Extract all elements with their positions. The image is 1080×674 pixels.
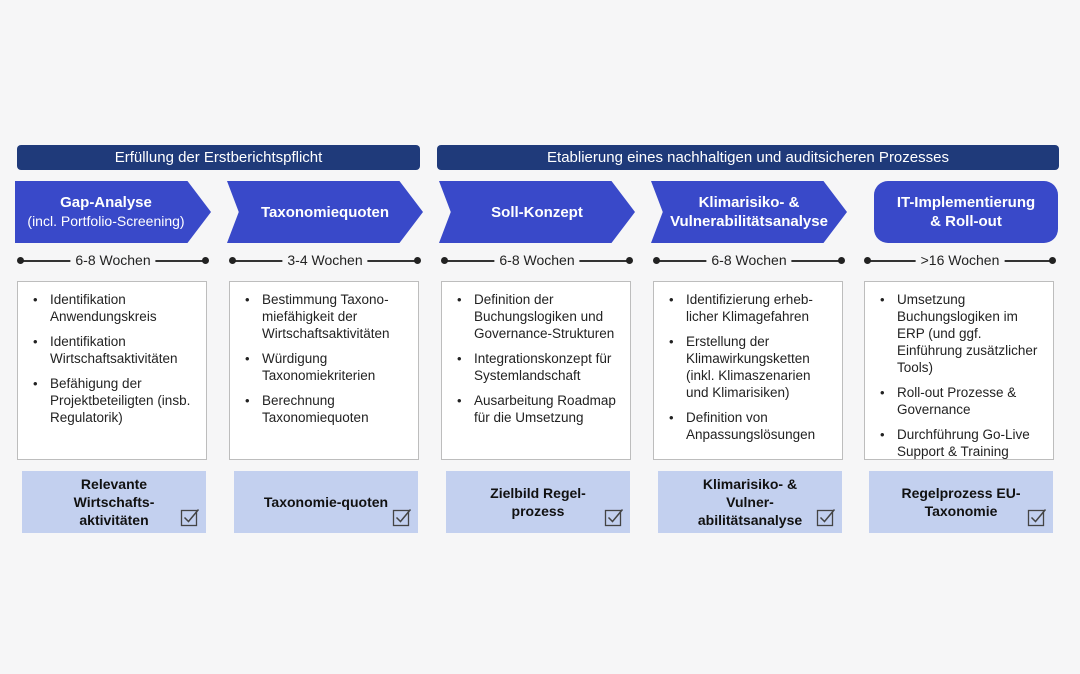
phase-title: Taxonomiequoten (260, 203, 390, 221)
phase-title-line-2: Vulnerabilitätsanalyse (670, 213, 828, 230)
list-item: Definition von Anpassungslösungen (669, 409, 834, 443)
timeline-start-dot (441, 257, 448, 264)
phase-title-line-2: & Roll-out (930, 213, 1002, 230)
duration-label: 6-8 Wochen (70, 252, 156, 268)
band-label: Erfüllung der Erstberichtspflicht (114, 149, 323, 166)
band-erstberichtspflicht: Erfüllung der Erstberichtspflicht (17, 145, 420, 170)
phase-column-it-implementierung: IT-Implementierung & Roll-out >16 Wochen… (862, 0, 1062, 674)
result-label: Relevante Wirtschafts-aktivitäten (73, 476, 155, 528)
list-item: Erstellung der Klimawirkungsketten (inkl… (669, 333, 834, 401)
list-item: Ausarbeitung Roadmap für die Umsetzung (457, 392, 622, 426)
activities-list: Umsetzung Buchungslogiken im ERP (und gg… (873, 291, 1045, 460)
phase-arrow: Taxonomiequoten (227, 181, 423, 243)
result-box: Relevante Wirtschafts-aktivitäten (22, 471, 206, 533)
checkbox-checked-icon (816, 509, 836, 527)
timeline-end-dot (414, 257, 421, 264)
result-label: Taxonomie-quoten (263, 494, 389, 510)
duration-label: >16 Wochen (915, 252, 1005, 268)
phase-title: Soll-Konzept (491, 203, 583, 221)
duration-timeline: 6-8 Wochen (441, 252, 633, 270)
activities-list: Definition der Buchungslogiken und Gover… (450, 291, 622, 426)
activities-list: Identifikation Anwendungskreis Identifik… (26, 291, 198, 426)
phase-column-taxonomiequoten: Taxonomiequoten 3-4 Wochen Bestimmung Ta… (227, 0, 427, 674)
checkbox-checked-icon (392, 509, 412, 527)
activities-box: Bestimmung Taxono-miefähigkeit der Wirts… (229, 281, 419, 460)
list-item: Identifikation Anwendungskreis (33, 291, 198, 325)
list-item: Bestimmung Taxono-miefähigkeit der Wirts… (245, 291, 410, 342)
timeline-start-dot (653, 257, 660, 264)
list-item: Würdigung Taxonomiekriterien (245, 350, 410, 384)
list-item: Umsetzung Buchungslogiken im ERP (und gg… (880, 291, 1045, 376)
list-item: Definition der Buchungslogiken und Gover… (457, 291, 622, 342)
result-box: Klimarisiko- & Vulner-abilitätsanalyse (658, 471, 842, 533)
duration-label: 6-8 Wochen (706, 252, 792, 268)
timeline-end-dot (838, 257, 845, 264)
list-item: Berechnung Taxonomiequoten (245, 392, 410, 426)
timeline-end-dot (202, 257, 209, 264)
list-item: Roll-out Prozesse & Governance (880, 384, 1045, 418)
checkbox-checked-icon (1027, 509, 1047, 527)
phase-column-gap-analyse: Gap-Analyse (incl. Portfolio-Screening) … (15, 0, 215, 674)
phase-title: IT-Implementierung (896, 194, 1036, 211)
band-label: Etablierung eines nachhaltigen und audit… (547, 149, 949, 166)
checkbox-checked-icon (180, 509, 200, 527)
phase-title: Gap-Analyse (60, 194, 152, 211)
activities-list: Bestimmung Taxono-miefähigkeit der Wirts… (238, 291, 410, 426)
duration-label: 3-4 Wochen (282, 252, 368, 268)
activities-box: Identifikation Anwendungskreis Identifik… (17, 281, 207, 460)
phase-box: IT-Implementierung & Roll-out (874, 181, 1058, 243)
result-label: Regelprozess EU-Taxonomie (901, 485, 1021, 519)
duration-timeline: 3-4 Wochen (229, 252, 421, 270)
list-item: Integrationskonzept für Systemlandschaft (457, 350, 622, 384)
result-label: Zielbild Regel-prozess (490, 485, 586, 519)
activities-box: Identifizierung erheb-licher Klimagefahr… (653, 281, 843, 460)
phase-column-soll-konzept: Soll-Konzept 6-8 Wochen Definition der B… (439, 0, 639, 674)
phase-title: Klimarisiko- & (698, 194, 800, 211)
timeline-start-dot (17, 257, 24, 264)
activities-box: Umsetzung Buchungslogiken im ERP (und gg… (864, 281, 1054, 460)
list-item: Identifikation Wirtschaftsaktivitäten (33, 333, 198, 367)
timeline-start-dot (229, 257, 236, 264)
duration-timeline: >16 Wochen (864, 252, 1056, 270)
result-box: Regelprozess EU-Taxonomie (869, 471, 1053, 533)
checkbox-checked-icon (604, 509, 624, 527)
phase-arrow: Klimarisiko- & Vulnerabilitätsanalyse (651, 181, 847, 243)
list-item: Befähigung der Projektbeteiligten (insb.… (33, 375, 198, 426)
phase-subtitle: (incl. Portfolio-Screening) (27, 213, 185, 229)
timeline-end-dot (626, 257, 633, 264)
phase-arrow: Soll-Konzept (439, 181, 635, 243)
list-item: Durchführung Go-Live Support & Training (880, 426, 1045, 460)
activities-list: Identifizierung erheb-licher Klimagefahr… (662, 291, 834, 443)
timeline-end-dot (1049, 257, 1056, 264)
timeline-start-dot (864, 257, 871, 264)
duration-timeline: 6-8 Wochen (653, 252, 845, 270)
duration-timeline: 6-8 Wochen (17, 252, 209, 270)
duration-label: 6-8 Wochen (494, 252, 580, 268)
result-label: Klimarisiko- & Vulner-abilitätsanalyse (697, 476, 803, 528)
result-box: Taxonomie-quoten (234, 471, 418, 533)
list-item: Identifizierung erheb-licher Klimagefahr… (669, 291, 834, 325)
result-box: Zielbild Regel-prozess (446, 471, 630, 533)
activities-box: Definition der Buchungslogiken und Gover… (441, 281, 631, 460)
phase-arrow: Gap-Analyse (incl. Portfolio-Screening) (15, 181, 211, 243)
phase-column-klimarisiko: Klimarisiko- & Vulnerabilitätsanalyse 6-… (651, 0, 851, 674)
band-nachhaltiger-prozess: Etablierung eines nachhaltigen und audit… (437, 145, 1059, 170)
